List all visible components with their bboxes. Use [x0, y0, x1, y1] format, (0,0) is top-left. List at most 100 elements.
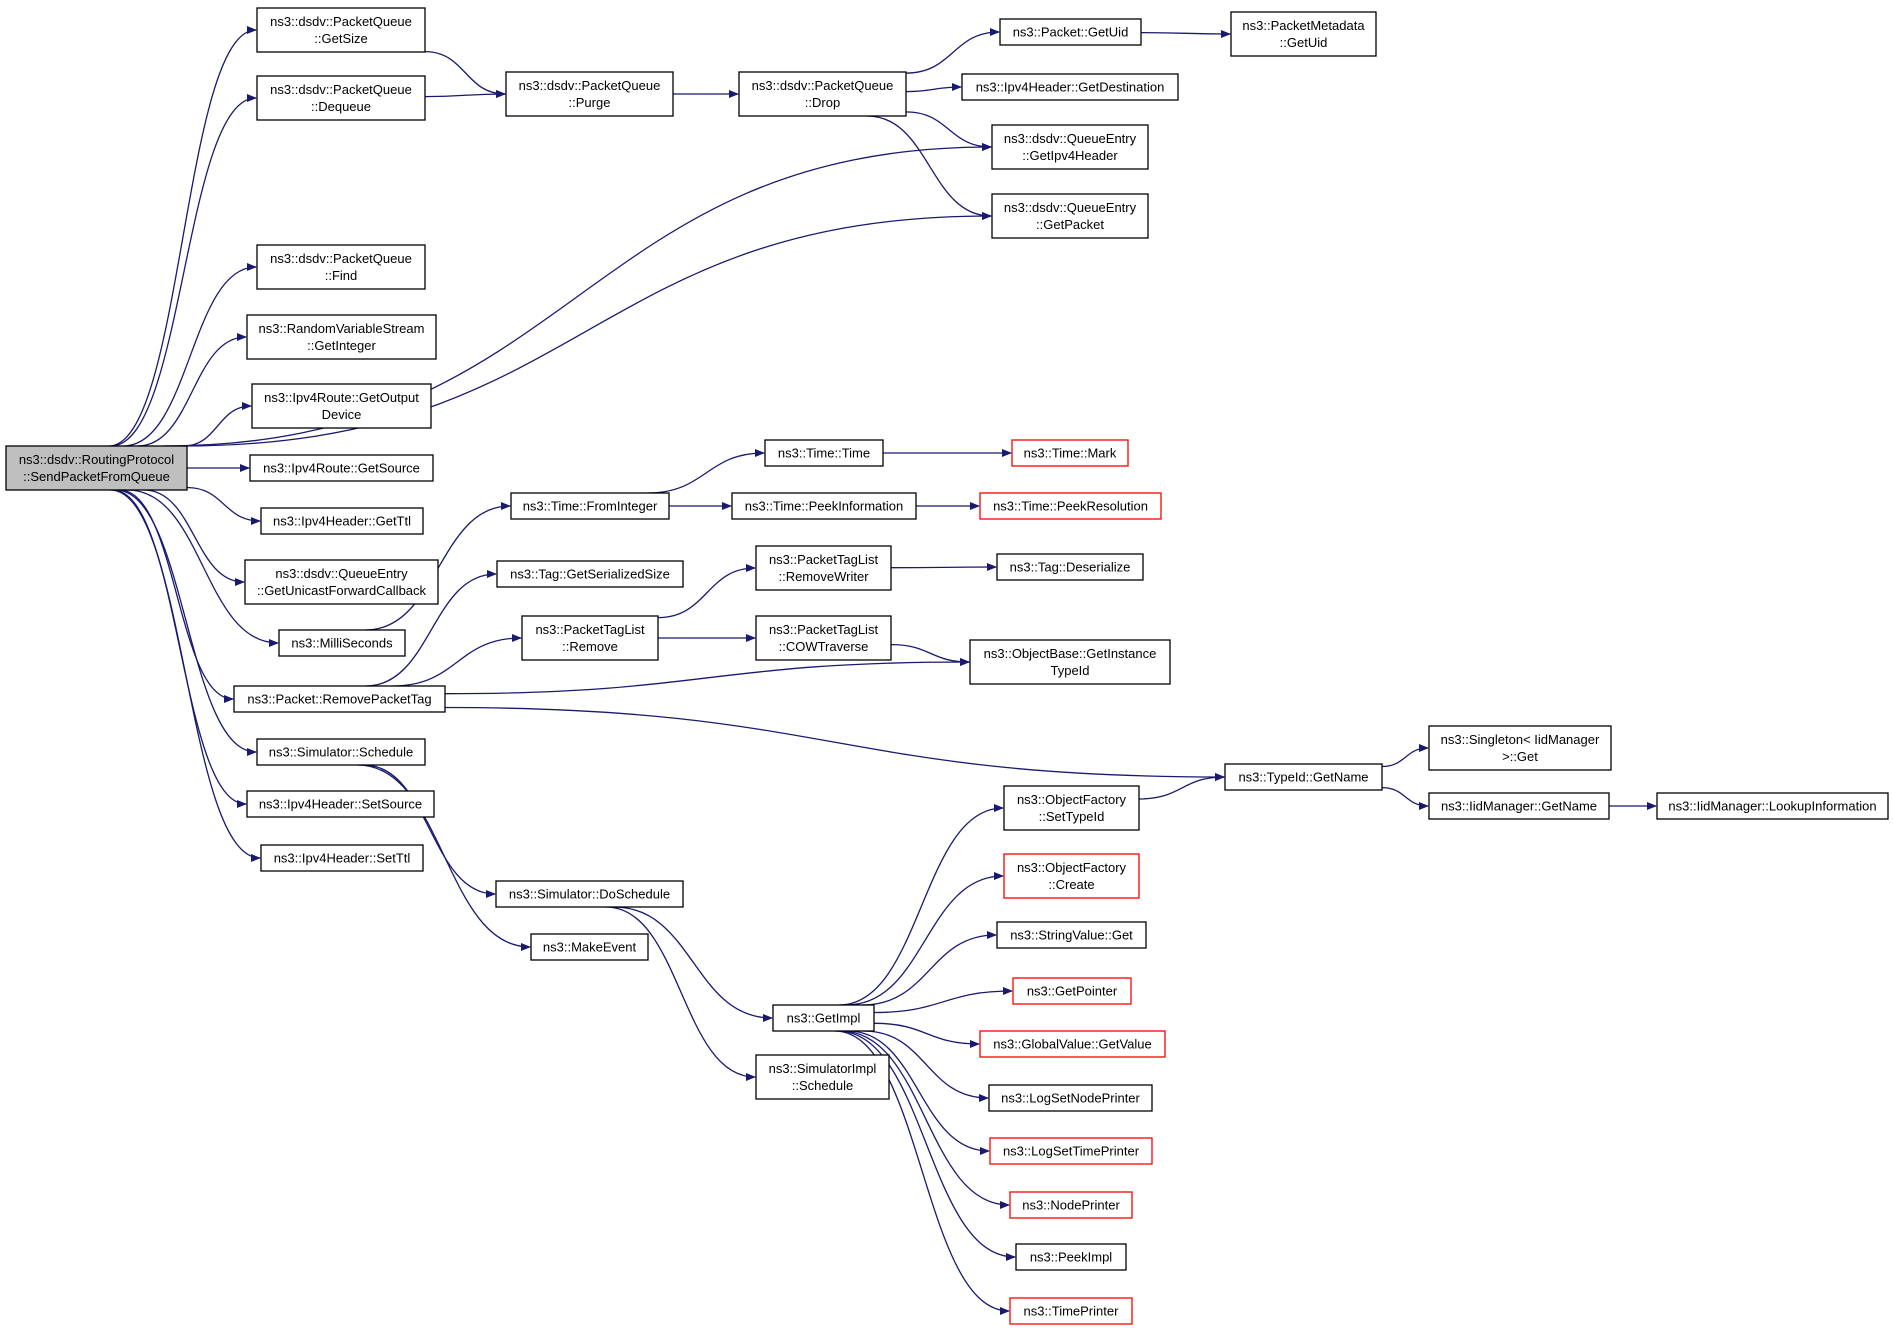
node-iid-getname[interactable]: ns3::IidManager::GetName — [1428, 792, 1610, 820]
edge-getimpl-to-lognodeprinter — [863, 1030, 989, 1102]
node-logtimeprinter[interactable]: ns3::LogSetTimePrinter — [989, 1137, 1153, 1165]
edge-root-to-route_outdev — [183, 402, 252, 447]
node-pm-getuid[interactable]: ns3::PacketMetadata::GetUid — [1230, 11, 1377, 57]
node-typeid-getname[interactable]: ns3::TypeId::GetName — [1224, 763, 1383, 791]
node-box — [979, 1030, 1166, 1058]
node-hdr-setttl[interactable]: ns3::Ipv4Header::SetTtl — [260, 844, 424, 872]
node-label: ::RemoveWriter — [778, 569, 869, 584]
edge-ptl_removewriter-to-tag_deserialize — [890, 563, 997, 572]
node-timeprinter[interactable]: ns3::TimePrinter — [1009, 1297, 1133, 1325]
node-tag-getsersize[interactable]: ns3::Tag::GetSerializedSize — [496, 560, 684, 588]
node-time-peekinfo[interactable]: ns3::Time::PeekInformation — [731, 492, 917, 520]
edge-root-to-pq_dequeue — [110, 94, 257, 447]
edge-pq_getsize-to-pq_purge — [424, 50, 506, 98]
node-time-mark[interactable]: ns3::Time::Mark — [1011, 439, 1129, 467]
edge-getimpl-to-nodeprinter — [840, 1030, 1010, 1209]
edge-pq_drop-to-qe_getpacket — [867, 115, 992, 220]
edges-layer — [108, 26, 1657, 1315]
node-sim-doschedule[interactable]: ns3::Simulator::DoSchedule — [495, 880, 684, 908]
edge-getimpl-to-of_settypeid — [838, 804, 1004, 1006]
node-label: ns3::Singleton< IidManager — [1441, 732, 1600, 747]
node-time-peekres[interactable]: ns3::Time::PeekResolution — [979, 492, 1162, 520]
node-root[interactable]: ns3::dsdv::RoutingProtocol::SendPacketFr… — [5, 445, 188, 491]
node-box — [731, 492, 917, 520]
node-getimpl[interactable]: ns3::GetImpl — [772, 1004, 875, 1032]
node-simimpl-schedule[interactable]: ns3::SimulatorImpl::Schedule — [755, 1054, 890, 1100]
node-qe-getipv4hdr[interactable]: ns3::dsdv::QueueEntry::GetIpv4Header — [991, 124, 1149, 170]
node-label: ::GetSize — [314, 31, 367, 46]
node-sim-schedule[interactable]: ns3::Simulator::Schedule — [256, 738, 426, 766]
node-label: ns3::GetImpl — [787, 1011, 861, 1026]
node-label: ns3::Ipv4Route::GetSource — [263, 461, 420, 476]
node-label: ns3::Packet::GetUid — [1013, 25, 1129, 40]
node-label: ns3::ObjectBase::GetInstance — [984, 646, 1157, 661]
edge-removepackettag-to-typeid_getname — [444, 706, 1225, 781]
node-ptl-cow[interactable]: ns3::PacketTagList::COWTraverse — [755, 615, 892, 661]
node-qe-getpacket[interactable]: ns3::dsdv::QueueEntry::GetPacket — [991, 193, 1149, 239]
edge-root-to-hdr_setsource — [112, 489, 247, 808]
node-label: ns3::Ipv4Header::SetSource — [259, 797, 422, 812]
node-millis[interactable]: ns3::MilliSeconds — [278, 629, 406, 657]
edge-typeid_getname-to-iid_getname — [1381, 786, 1429, 810]
node-hdr-getdest[interactable]: ns3::Ipv4Header::GetDestination — [961, 73, 1179, 101]
node-box — [999, 18, 1142, 46]
edge-time_frominteger-to-time_time — [647, 449, 765, 494]
node-of-settypeid[interactable]: ns3::ObjectFactory::SetTypeId — [1003, 785, 1140, 831]
node-pq-purge[interactable]: ns3::dsdv::PacketQueue::Purge — [505, 71, 674, 117]
node-tag-deserialize[interactable]: ns3::Tag::Deserialize — [996, 553, 1144, 581]
node-hdr-setsource[interactable]: ns3::Ipv4Header::SetSource — [246, 790, 435, 818]
node-pq-find[interactable]: ns3::dsdv::PacketQueue::Find — [256, 244, 426, 290]
node-label: ns3::GetPointer — [1027, 984, 1118, 999]
node-label: ns3::ObjectFactory — [1017, 792, 1127, 807]
node-ptl-remove[interactable]: ns3::PacketTagList::Remove — [521, 615, 659, 661]
node-makeevent[interactable]: ns3::MakeEvent — [530, 933, 649, 961]
node-pq-dequeue[interactable]: ns3::dsdv::PacketQueue::Dequeue — [256, 75, 426, 121]
node-box — [496, 560, 684, 588]
node-sv-get[interactable]: ns3::StringValue::Get — [996, 921, 1147, 949]
node-box — [5, 445, 188, 491]
node-nodeprinter[interactable]: ns3::NodePrinter — [1009, 1191, 1133, 1219]
node-of-create[interactable]: ns3::ObjectFactory::Create — [1003, 853, 1140, 899]
edge-root-to-hdr_getttl — [186, 486, 261, 525]
node-label: ns3::Ipv4Header::SetTtl — [274, 851, 411, 866]
node-lognodeprinter[interactable]: ns3::LogSetNodePrinter — [988, 1084, 1153, 1112]
node-box — [251, 383, 432, 429]
node-box — [1009, 1191, 1133, 1219]
node-label: ns3::Time::Time — [778, 446, 870, 461]
node-pkt-getuid[interactable]: ns3::Packet::GetUid — [999, 18, 1142, 46]
node-label: ns3::LogSetNodePrinter — [1001, 1091, 1140, 1106]
node-box — [764, 439, 884, 467]
edge-ptl_remove-to-ptl_removewriter — [657, 564, 756, 619]
node-pq-drop[interactable]: ns3::dsdv::PacketQueue::Drop — [738, 71, 907, 117]
node-label: ns3::NodePrinter — [1022, 1198, 1120, 1213]
node-peekimpl[interactable]: ns3::PeekImpl — [1015, 1243, 1127, 1271]
node-singleton-get[interactable]: ns3::Singleton< IidManager>::Get — [1428, 725, 1612, 771]
node-box — [530, 933, 649, 961]
node-box — [1230, 11, 1377, 57]
node-iid-lookup[interactable]: ns3::IidManager::LookupInformation — [1656, 792, 1889, 820]
node-box — [1011, 439, 1129, 467]
node-label: ns3::Tag::GetSerializedSize — [510, 567, 670, 582]
node-label: ::GetIpv4Header — [1022, 148, 1118, 163]
node-pq-getsize[interactable]: ns3::dsdv::PacketQueue::GetSize — [256, 7, 426, 53]
node-box — [260, 507, 424, 535]
node-hdr-getttl[interactable]: ns3::Ipv4Header::GetTtl — [260, 507, 424, 535]
node-ptl-removewriter[interactable]: ns3::PacketTagList::RemoveWriter — [755, 545, 892, 591]
node-route-getsource[interactable]: ns3::Ipv4Route::GetSource — [249, 454, 434, 482]
node-label: ns3::MakeEvent — [543, 940, 637, 955]
node-time-time[interactable]: ns3::Time::Time — [764, 439, 884, 467]
node-box — [256, 738, 426, 766]
node-getpointer[interactable]: ns3::GetPointer — [1012, 977, 1132, 1005]
node-label: ns3::Packet::RemovePacketTag — [247, 692, 431, 707]
node-box — [244, 559, 439, 605]
node-rvs-getinteger[interactable]: ns3::RandomVariableStream::GetInteger — [246, 314, 437, 360]
node-box — [260, 844, 424, 872]
node-removepackettag[interactable]: ns3::Packet::RemovePacketTag — [233, 685, 446, 713]
node-label: ::SetTypeId — [1039, 809, 1105, 824]
node-qe-ucb[interactable]: ns3::dsdv::QueueEntry::GetUnicastForward… — [244, 559, 439, 605]
node-time-frominteger[interactable]: ns3::Time::FromInteger — [510, 492, 670, 520]
node-label: ns3::TimePrinter — [1024, 1304, 1120, 1319]
node-gv-getvalue[interactable]: ns3::GlobalValue::GetValue — [979, 1030, 1166, 1058]
